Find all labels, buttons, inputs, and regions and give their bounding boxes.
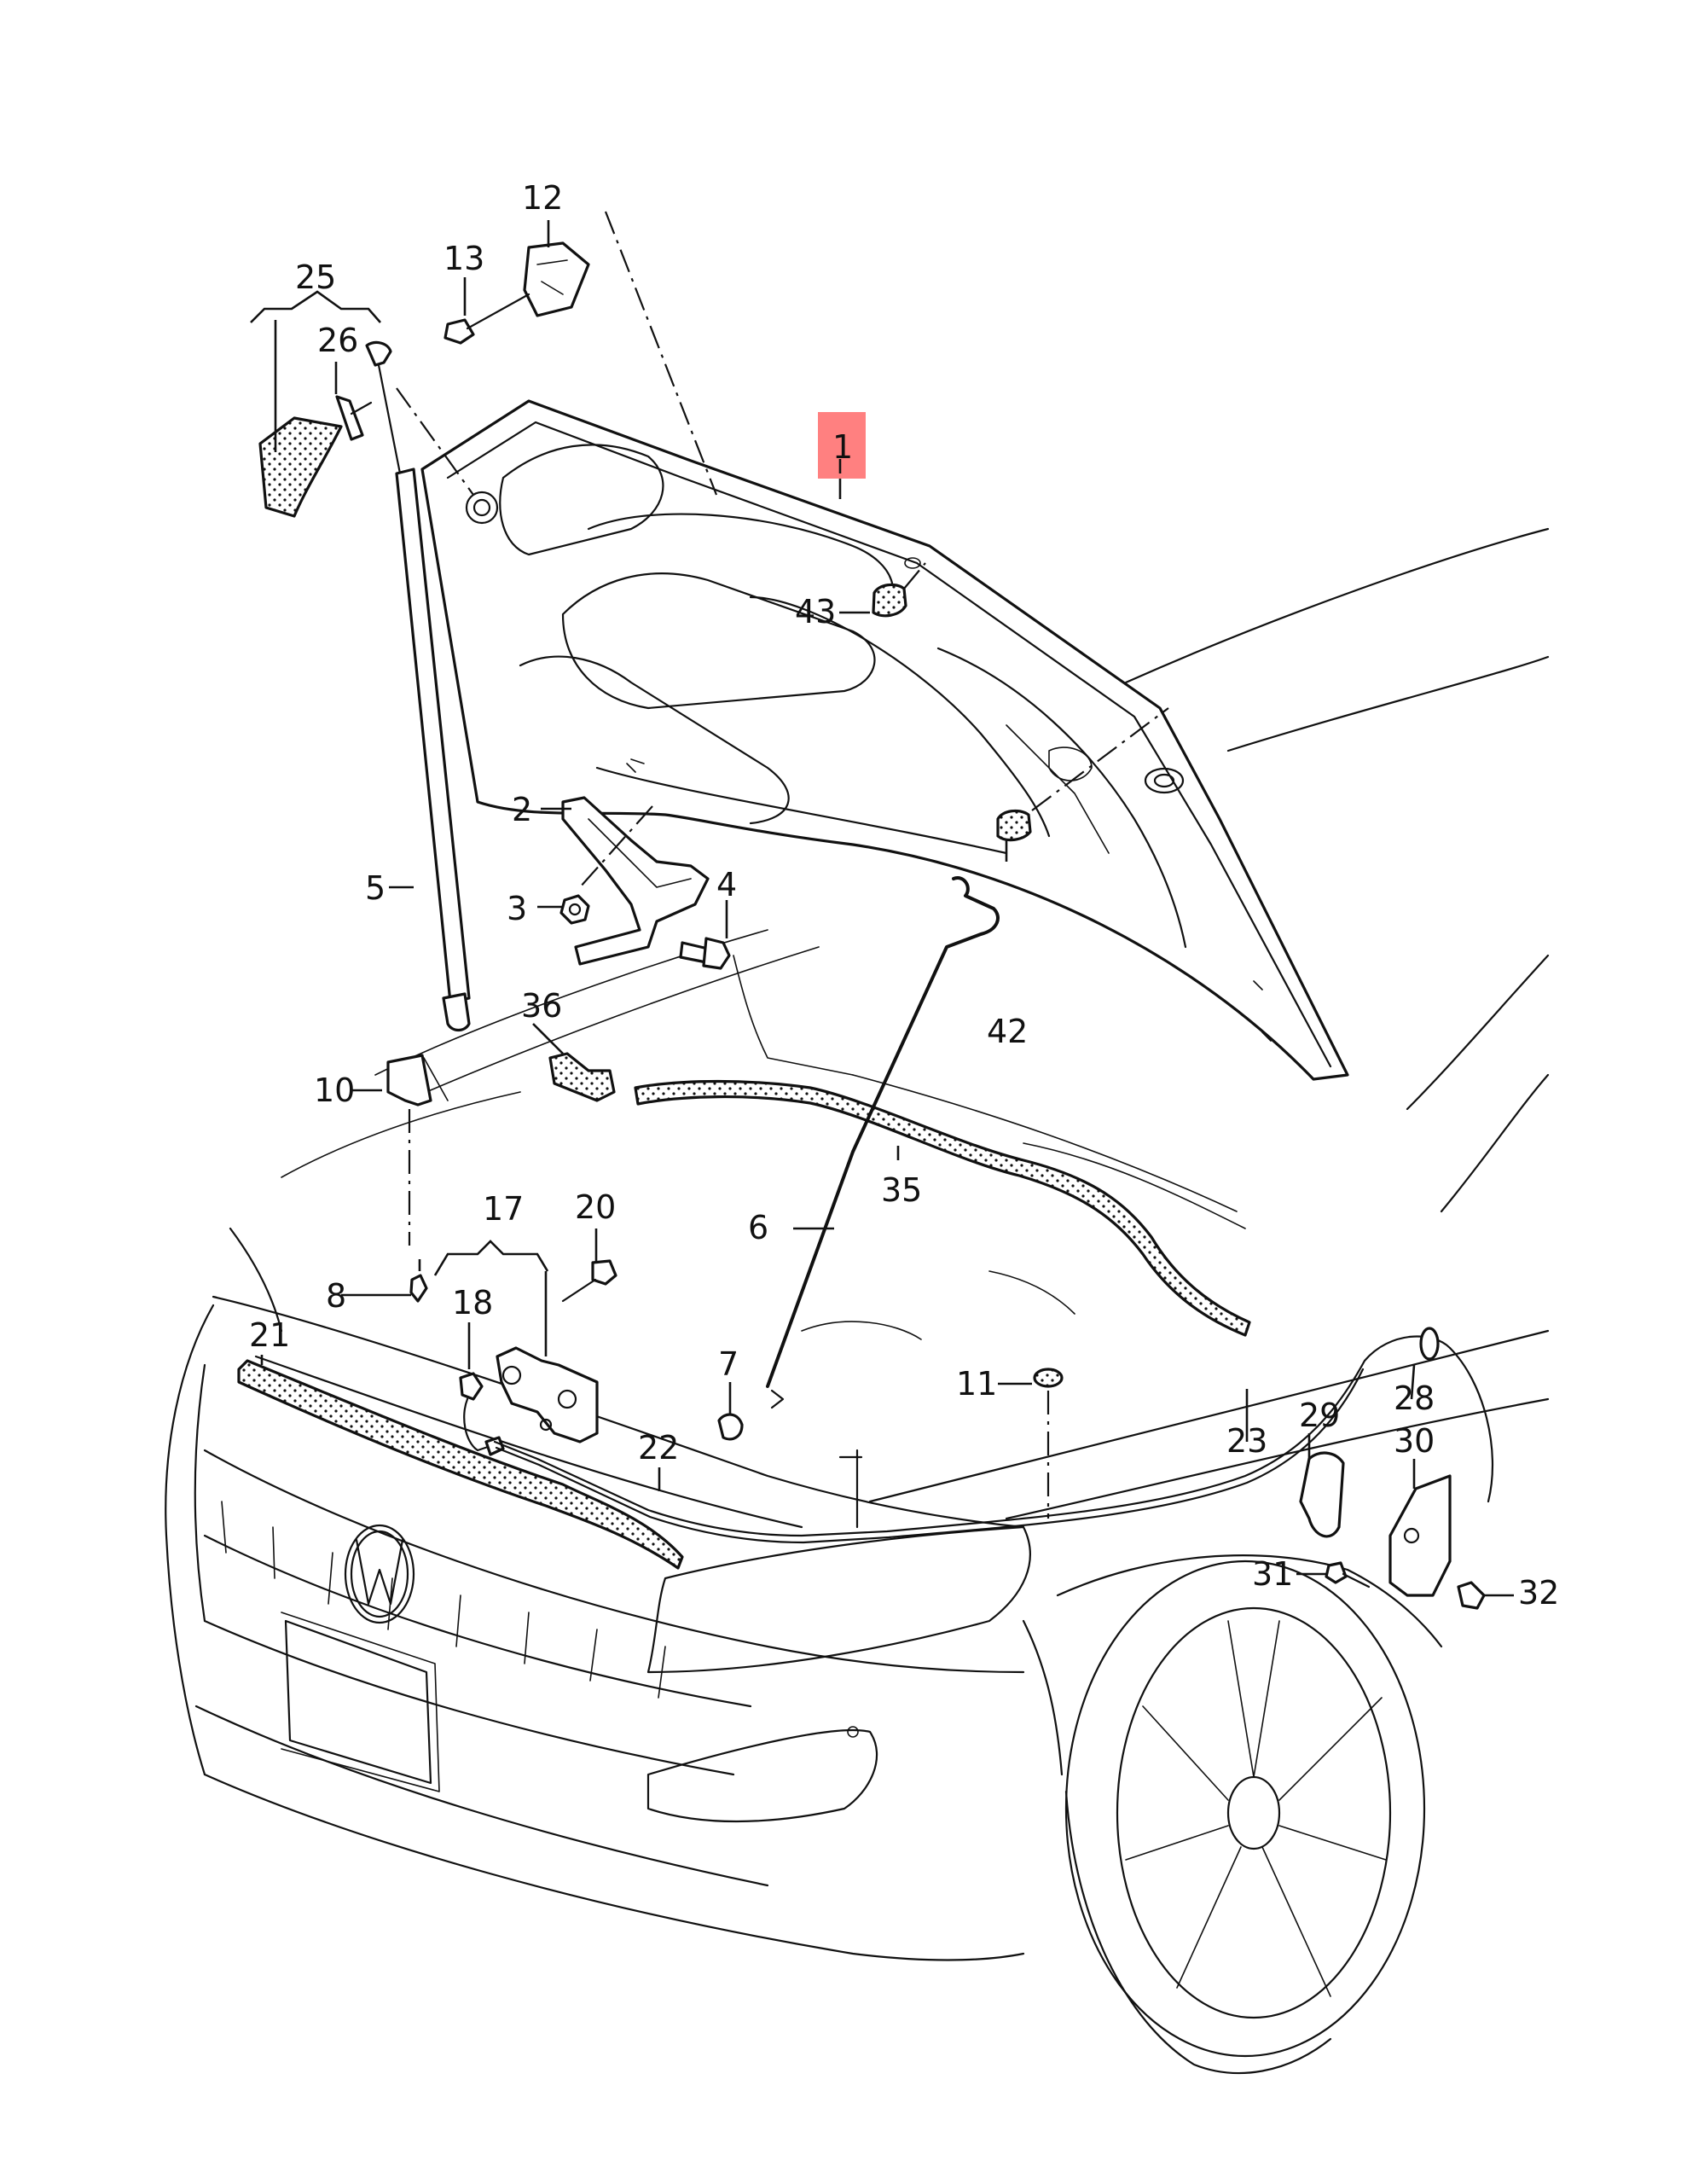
callout-5[interactable]: 5 [365,869,386,907]
callout-25[interactable]: 25 [295,258,336,296]
callout-18[interactable]: 18 [452,1284,493,1321]
latch-switch-harness-part [459,1372,505,1456]
prop-rod-grommet-part [717,1413,744,1441]
buffer-pad-part [1033,1368,1064,1388]
gas-strut-part [365,340,471,1032]
callout-2[interactable]: 2 [512,791,532,828]
callout-30[interactable]: 30 [1394,1422,1435,1460]
highlight-box-part-1 [818,412,866,479]
front-seal-strip-part [237,1359,684,1570]
hood-latch-part [496,1346,599,1443]
leader-lines [250,220,1514,1597]
callout-22[interactable]: 22 [638,1429,679,1467]
rear-seal-strip-part [634,1079,1251,1337]
release-handle-part [1299,1451,1345,1538]
callout-10[interactable]: 10 [314,1072,355,1109]
callout-32[interactable]: 32 [1518,1574,1559,1612]
callout-29[interactable]: 29 [1299,1397,1340,1434]
callout-1[interactable]: 1 [832,428,853,466]
rubber-buffer-left-part [872,583,907,618]
callout-17[interactable]: 17 [483,1190,524,1228]
callout-8[interactable]: 8 [326,1277,346,1315]
hood-prop-rod-part [766,876,1000,1409]
buffer-left-guide-line [903,562,926,590]
hood-panel [420,399,1349,1081]
cable-grommet-part [1419,1327,1440,1361]
callout-4[interactable]: 4 [716,866,737,903]
callout-35[interactable]: 35 [881,1171,922,1209]
callout-3[interactable]: 3 [507,890,527,927]
insulation-guide-line [396,387,474,496]
bracket-bolt-part [443,293,530,345]
hinge-bolt-part [679,937,731,970]
rubber-buffer-right-part [996,809,1032,842]
buffer-right-guide-line [1031,707,1169,811]
bracket-nut-part [1457,1581,1486,1610]
vw-emblem [344,1524,415,1624]
callout-28[interactable]: 28 [1394,1380,1435,1417]
callout-31[interactable]: 31 [1252,1555,1293,1593]
hood-bracket-part [523,241,590,317]
handle-bracket-part [1388,1474,1452,1597]
callout-11[interactable]: 11 [956,1365,997,1403]
latch-bolt-part [561,1259,617,1303]
bracket-screw-part [1325,1561,1371,1589]
callout-6[interactable]: 6 [748,1209,768,1246]
car-body-outline [165,527,1550,2075]
hinge-nut-part [559,894,590,925]
callout-7[interactable]: 7 [718,1345,739,1383]
hood-hinge-part [561,796,710,966]
prop-rod-holder-part [386,1054,449,1107]
hood-bracket-guide-line [604,211,718,496]
callout-23[interactable]: 23 [1226,1422,1267,1460]
seal-holder-part [548,1052,616,1102]
clip-part [409,1274,428,1303]
insulation-clip-part [335,395,373,441]
callout-42[interactable]: 42 [987,1013,1028,1050]
callout-20[interactable]: 20 [575,1188,616,1226]
insulation-part [258,416,343,518]
callout-labels: 1 2 3 4 5 6 7 8 10 11 12 13 17 18 20 21 … [249,179,1559,1612]
callout-43[interactable]: 43 [795,593,836,630]
callout-21[interactable]: 21 [249,1316,290,1354]
callout-12[interactable]: 12 [522,179,563,217]
callout-26[interactable]: 26 [317,322,358,359]
callout-13[interactable]: 13 [443,240,484,277]
callout-36[interactable]: 36 [521,987,562,1025]
hinge-guide-line [579,805,653,888]
